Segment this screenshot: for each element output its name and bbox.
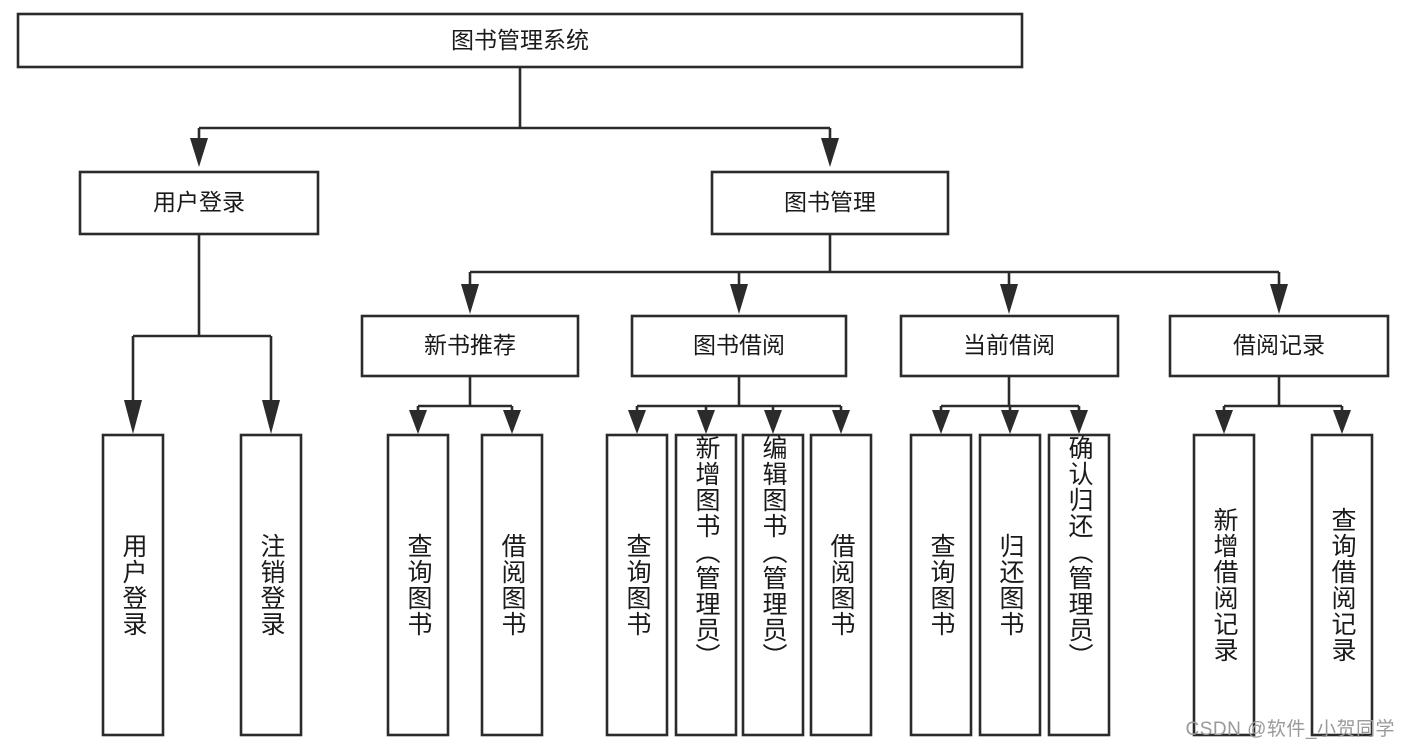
node-book-borrow[interactable] bbox=[630, 314, 848, 378]
arrowhead-borrow-leaf-1 bbox=[628, 410, 646, 434]
arrowhead-borrow-leaf-4 bbox=[832, 410, 850, 434]
node-new-book-recommend-label: 新书推荐 bbox=[424, 332, 516, 358]
node-current-borrow-label: 当前借阅 bbox=[963, 332, 1055, 358]
arrowhead-borrow-record bbox=[1270, 284, 1288, 314]
node-book-management[interactable] bbox=[710, 170, 950, 236]
node-leaf-record-query-record[interactable] bbox=[1310, 433, 1374, 737]
arrowhead-current-leaf-3 bbox=[1070, 410, 1088, 434]
node-root-label: 图书管理系统 bbox=[451, 27, 589, 53]
arrowhead-leaf-logout bbox=[262, 400, 280, 434]
node-leaf-current-query-book[interactable] bbox=[909, 433, 973, 737]
watermark-csdn: CSDN @软件_小贺同学 bbox=[1185, 719, 1395, 740]
node-root-book-management-system[interactable] bbox=[16, 12, 1024, 69]
arrowhead-current-borrow bbox=[1000, 284, 1018, 314]
arrowhead-borrow-leaf-2 bbox=[697, 410, 715, 434]
arrowhead-record-leaf-2 bbox=[1333, 410, 1351, 434]
node-user-login-label: 用户登录 bbox=[153, 189, 245, 215]
arrowhead-recommend-leaf-1 bbox=[409, 410, 427, 434]
node-current-borrow[interactable] bbox=[899, 314, 1120, 378]
node-user-login[interactable] bbox=[78, 170, 320, 236]
arrowhead-current-leaf-2 bbox=[1001, 410, 1019, 434]
node-leaf-current-return-book[interactable] bbox=[978, 433, 1042, 737]
node-leaf-current-confirm-return-admin[interactable] bbox=[1047, 433, 1111, 737]
node-leaf-record-add-record[interactable] bbox=[1192, 433, 1256, 737]
arrowhead-user-login bbox=[190, 138, 208, 167]
arrowhead-borrow-leaf-3 bbox=[764, 410, 782, 434]
arrowhead-leaf-user-login bbox=[124, 400, 142, 434]
node-borrow-record[interactable] bbox=[1168, 314, 1390, 378]
arrowhead-book-manage bbox=[821, 138, 839, 167]
node-borrow-record-label: 借阅记录 bbox=[1233, 332, 1325, 358]
arrowhead-new-book-recommend bbox=[461, 284, 479, 314]
connectors-layer bbox=[124, 67, 1351, 434]
node-leaf-borrow-edit-book-admin[interactable] bbox=[741, 433, 805, 737]
arrowhead-recommend-leaf-2 bbox=[503, 410, 521, 434]
node-leaf-logout-login[interactable] bbox=[239, 433, 303, 737]
node-book-management-label: 图书管理 bbox=[784, 189, 876, 215]
node-leaf-borrow-query-book[interactable] bbox=[605, 433, 669, 737]
arrowhead-current-leaf-1 bbox=[932, 410, 950, 434]
node-leaf-borrow-borrow-book[interactable] bbox=[809, 433, 873, 737]
node-leaf-borrow-add-book-admin[interactable] bbox=[674, 433, 738, 737]
node-leaf-user-login[interactable] bbox=[101, 433, 165, 737]
node-book-borrow-label: 图书借阅 bbox=[693, 332, 785, 358]
nodes-layer: 图书管理系统 用户登录 图书管理 新书推荐 图书借阅 当前借阅 借阅记录 bbox=[16, 12, 1390, 737]
node-leaf-recommend-query-book[interactable] bbox=[386, 433, 450, 737]
arrowhead-book-borrow bbox=[730, 284, 748, 314]
node-new-book-recommend[interactable] bbox=[360, 314, 580, 378]
arrowhead-record-leaf-1 bbox=[1215, 410, 1233, 434]
node-leaf-recommend-borrow-book[interactable] bbox=[480, 433, 544, 737]
